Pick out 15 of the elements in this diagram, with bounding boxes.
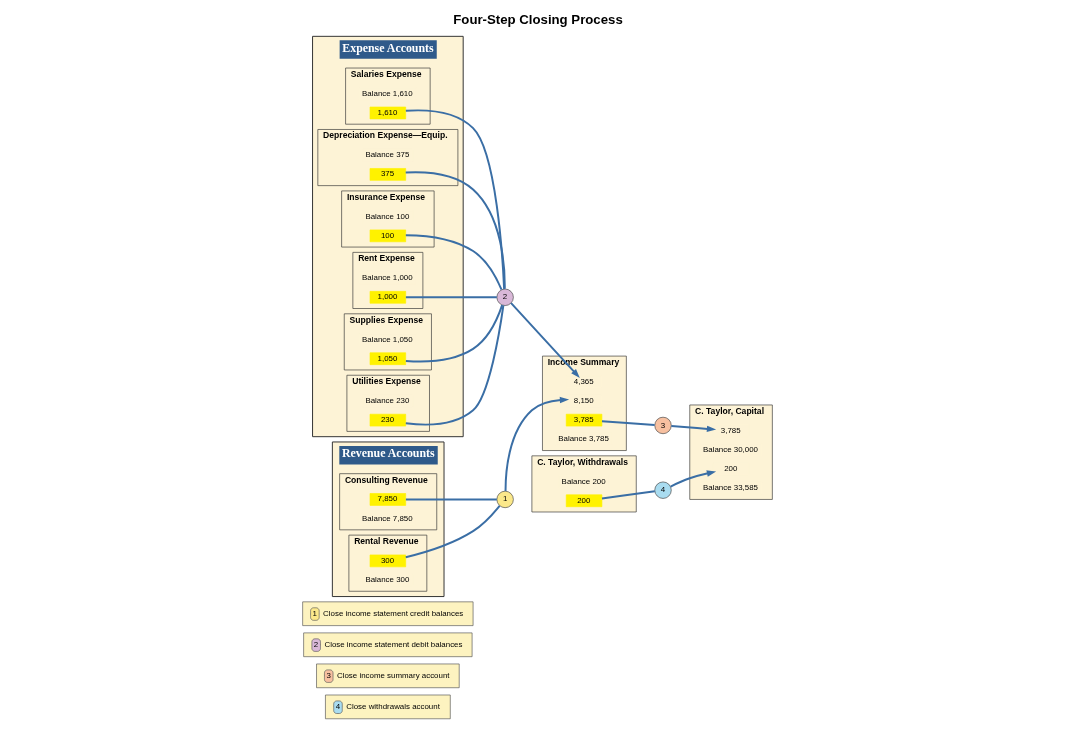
diagram-title: Four-Step Closing Process <box>453 11 623 27</box>
connector <box>601 420 656 426</box>
connector <box>601 490 656 500</box>
connector <box>404 304 505 426</box>
connector <box>404 504 501 559</box>
connector <box>404 296 498 299</box>
connector <box>404 498 498 501</box>
connector <box>404 234 503 291</box>
arrow <box>510 302 580 378</box>
connector <box>404 304 504 363</box>
connector <box>404 171 506 290</box>
connector <box>404 109 506 290</box>
arrow <box>670 425 717 433</box>
arrow <box>669 470 717 488</box>
arrow <box>504 396 570 493</box>
